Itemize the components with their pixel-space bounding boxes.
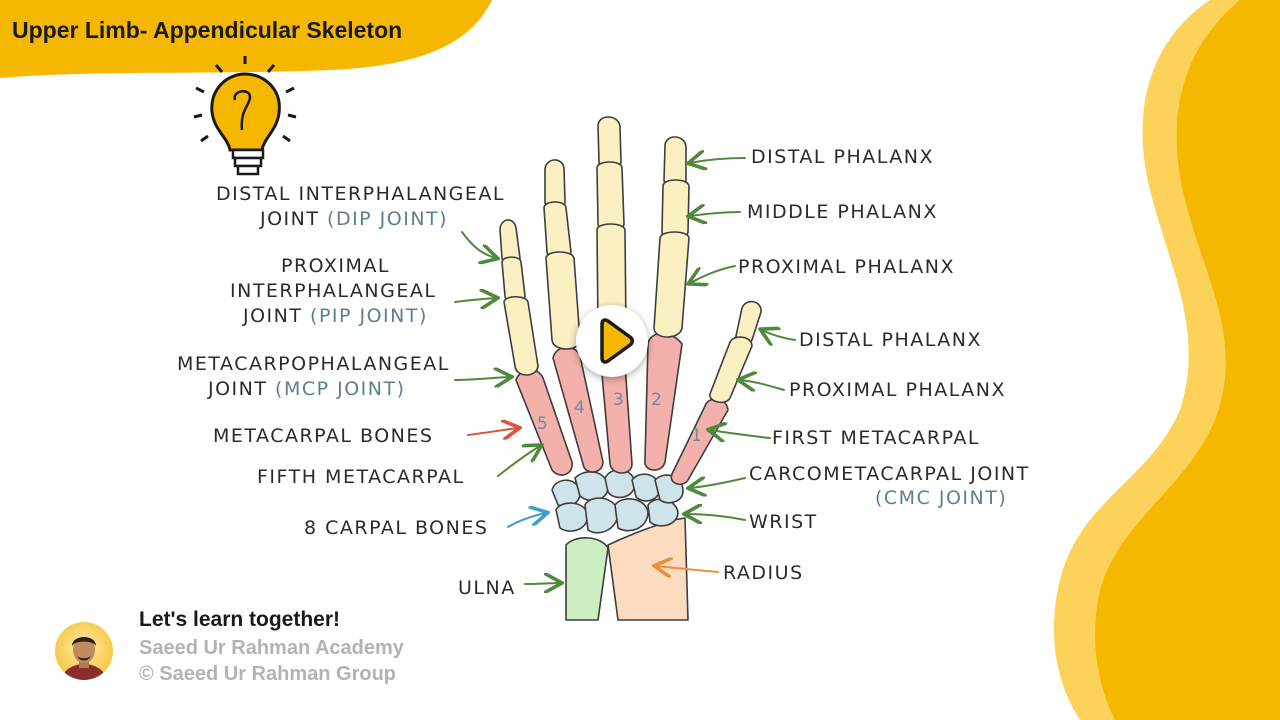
arrow-fifth-metacarpal (497, 446, 540, 477)
play-button[interactable] (576, 305, 648, 377)
carpal-bones (551, 469, 684, 534)
arrow-middle-phalanx (690, 212, 741, 216)
metacarpal-number-2: 2 (651, 390, 662, 410)
arrow-radius (656, 566, 719, 572)
arrow-cmc-joint (690, 478, 746, 488)
avatar-portrait (62, 637, 106, 680)
arrow-thumb-proximal (740, 380, 785, 390)
metacarpal-number-5: 5 (537, 414, 548, 434)
label-dip-joint-line1: DISTAL INTERPHALANGEAL (216, 183, 505, 205)
header-banner (0, 0, 492, 78)
arrow-pip (454, 298, 496, 302)
label-middle-phalanx: MIDDLE PHALANX (747, 201, 938, 223)
page-title: Upper Limb- Appendicular Skeleton (12, 17, 403, 43)
avatar (55, 622, 113, 680)
label-pip-joint-line3: JOINT (243, 305, 303, 327)
metacarpal-number-1: 1 (691, 426, 702, 446)
metacarpal-number-3: 3 (613, 390, 624, 410)
arrow-carpal-bones (507, 513, 546, 528)
label-mcp-joint-abbr: (MCP JOINT) (275, 378, 406, 400)
play-icon (600, 318, 634, 364)
label-thumb-proximal-phalanx: PROXIMAL PHALANX (789, 379, 1007, 401)
label-proximal-phalanx: PROXIMAL PHALANX (738, 256, 956, 278)
label-first-metacarpal: FIRST METACARPAL (772, 427, 980, 449)
label-pip-joint-line1: PROXIMAL (281, 255, 390, 277)
label-thumb-distal-phalanx: DISTAL PHALANX (799, 329, 983, 351)
label-fifth-metacarpal: FIFTH METACARPAL (257, 466, 465, 488)
arrow-distal-phalanx (690, 158, 746, 163)
label-dip-joint-abbr: (DIP JOINT) (327, 208, 449, 230)
label-cmc-joint: CARCOMETACARPAL JOINT (749, 463, 1030, 485)
label-arrows (454, 158, 796, 584)
arrow-proximal-phalanx (690, 265, 736, 283)
lightbulb-icon (193, 56, 297, 176)
footer-academy: Saeed Ur Rahman Academy (139, 637, 404, 659)
ulna-bone (565, 537, 609, 621)
arrow-first-metacarpal (710, 430, 771, 438)
arrow-thumb-distal (762, 330, 796, 340)
label-carpal-bones: 8 CARPAL BONES (304, 517, 489, 539)
arrow-dip (461, 231, 496, 258)
label-wrist: WRIST (749, 511, 818, 533)
label-cmc-joint-abbr: (CMC JOINT) (875, 487, 1008, 509)
metacarpal-number-4: 4 (574, 398, 585, 418)
label-pip-joint-abbr: (PIP JOINT) (310, 305, 428, 327)
arrow-mcp (454, 377, 510, 380)
arrow-metacarpal-bones (467, 428, 518, 435)
arrow-ulna (524, 583, 560, 584)
arrow-wrist (686, 514, 746, 520)
label-pip-joint: JOINT (PIP JOINT) (243, 304, 428, 328)
label-dip-joint-line2: JOINT (260, 208, 320, 230)
label-ulna: ULNA (458, 577, 516, 599)
label-pip-joint-line2: INTERPHALANGEAL (230, 280, 437, 302)
footer-copyright: © Saeed Ur Rahman Group (139, 663, 397, 685)
right-wave-dark (1095, 0, 1280, 720)
label-metacarpal-bones: METACARPAL BONES (213, 425, 434, 447)
label-radius: RADIUS (723, 562, 804, 584)
label-mcp-joint: JOINT (MCP JOINT) (208, 377, 406, 401)
label-dip-joint: JOINT (DIP JOINT) (260, 207, 448, 231)
label-mcp-joint-line1: METACARPOPHALANGEAL (177, 353, 450, 375)
label-distal-phalanx: DISTAL PHALANX (751, 146, 935, 168)
label-mcp-joint-line2: JOINT (208, 378, 268, 400)
footer-tagline: Let's learn together! (139, 608, 341, 631)
